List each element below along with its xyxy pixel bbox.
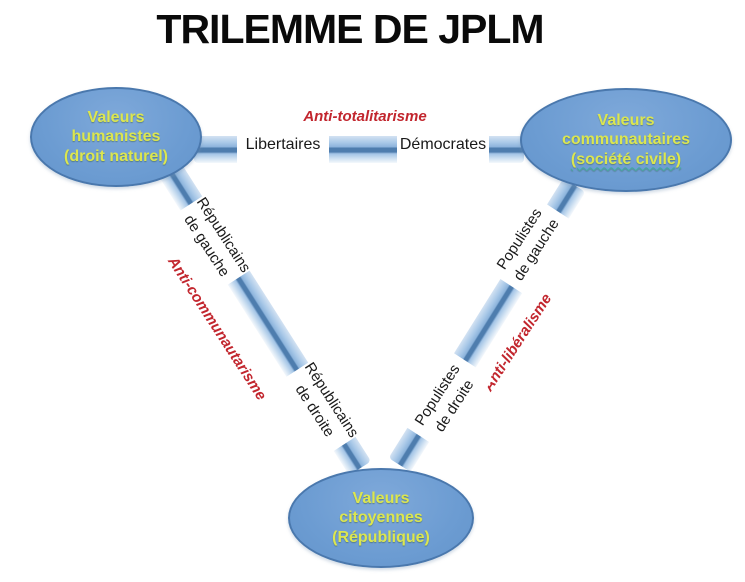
- edge-label-libertaires: Libertaires: [237, 128, 329, 163]
- node-text-line2: humanistes: [71, 128, 161, 146]
- page-title: TRILEMME DE JPLM: [156, 6, 544, 52]
- node-text-line1: Valeurs: [352, 490, 410, 508]
- edge-label-text: Démocrates: [399, 136, 487, 154]
- node-text-line1: Valeurs: [87, 109, 145, 127]
- node-text-line2: communautaires: [561, 131, 691, 149]
- tension-label-anti-totalitarisme: Anti-totalitarisme: [303, 108, 427, 125]
- edge-label-text: Libertaires: [245, 136, 321, 154]
- node-text-line1: Valeurs: [597, 112, 655, 130]
- edge-label-democrates: Démocrates: [397, 128, 489, 163]
- node-text-line3: (République): [332, 528, 430, 546]
- node-valeurs-humanistes: Valeurs humanistes (droit naturel): [30, 87, 202, 187]
- node-valeurs-citoyennes: Valeurs citoyennes (République): [288, 468, 474, 568]
- node-valeurs-communautaires: Valeurs communautaires (société civile): [520, 88, 732, 192]
- node-text-line2: citoyennes: [339, 509, 423, 527]
- node-text-line3: (droit naturel): [64, 147, 168, 165]
- node-text-line3: (société civile): [570, 150, 682, 168]
